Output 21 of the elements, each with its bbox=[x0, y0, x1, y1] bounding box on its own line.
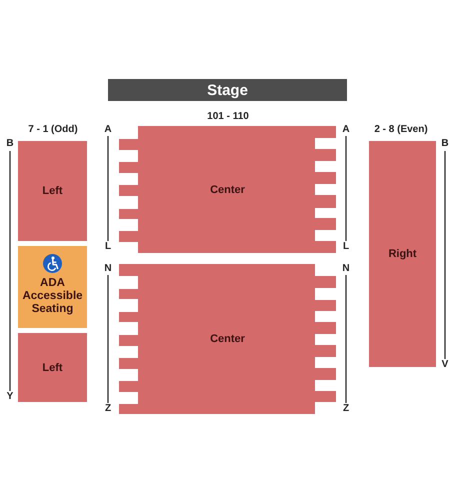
row-letter: Y bbox=[6, 392, 14, 402]
row-letter: L bbox=[104, 242, 112, 252]
row-letter: B bbox=[6, 139, 14, 149]
row-letter: A bbox=[342, 125, 350, 135]
row-letter: Z bbox=[342, 404, 350, 414]
seating-section: Left bbox=[18, 333, 87, 402]
section-label: ADA Accessible Seating bbox=[22, 277, 84, 317]
accessible-seating-section bbox=[18, 246, 87, 328]
row-letter: B bbox=[441, 139, 449, 149]
seat-range-label: 101 - 110 bbox=[207, 112, 249, 122]
stage: Stage bbox=[108, 79, 347, 101]
seating-section: Right bbox=[369, 141, 436, 367]
row-letter: N bbox=[342, 264, 350, 274]
seating-section: Center bbox=[119, 126, 336, 253]
row-letter: V bbox=[442, 360, 448, 370]
seating-section: Center bbox=[119, 264, 336, 414]
row-letter: N bbox=[104, 264, 112, 274]
row-letter: Z bbox=[104, 404, 112, 414]
seating-section: Left bbox=[18, 141, 87, 241]
row-letter: A bbox=[104, 125, 112, 135]
row-letter: L bbox=[342, 242, 350, 252]
